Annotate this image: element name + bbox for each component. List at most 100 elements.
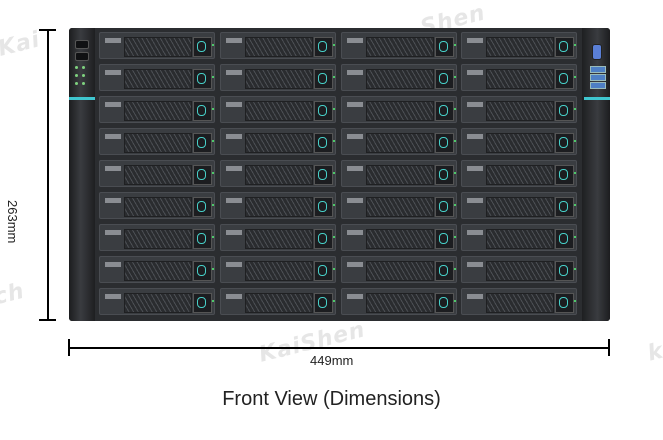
drive-tray-vent-mesh (245, 165, 313, 185)
drive-tray[interactable] (220, 32, 336, 59)
drive-tray[interactable] (461, 288, 577, 315)
status-led-6 (82, 82, 85, 85)
drive-activity-led (574, 108, 576, 110)
drive-tray-label-plate (226, 102, 242, 107)
drive-tray[interactable] (220, 64, 336, 91)
drive-tray-vent-mesh (124, 37, 192, 57)
drive-tray[interactable] (341, 224, 457, 251)
drive-tray[interactable] (461, 32, 577, 59)
drive-tray-release-icon (197, 201, 206, 212)
drive-tray-label-plate (226, 38, 242, 43)
drive-tray-label-plate (226, 166, 242, 171)
drive-tray-release-icon (439, 201, 448, 212)
drive-tray[interactable] (220, 192, 336, 219)
width-dimension-tick-left (68, 339, 70, 356)
drive-tray-label-plate (105, 198, 121, 203)
drive-tray[interactable] (99, 224, 215, 251)
drive-tray[interactable] (99, 160, 215, 187)
drive-activity-led (333, 44, 335, 46)
drive-tray[interactable] (220, 256, 336, 283)
drive-tray-release-icon (318, 265, 327, 276)
drive-tray[interactable] (220, 96, 336, 123)
drive-tray-vent-mesh (486, 197, 554, 217)
drive-tray[interactable] (99, 256, 215, 283)
drive-activity-led (212, 140, 214, 142)
drive-tray[interactable] (99, 96, 215, 123)
drive-tray-vent-mesh (366, 165, 434, 185)
drive-tray-release-icon (559, 41, 568, 52)
drive-tray-label-plate (347, 102, 363, 107)
drive-tray[interactable] (341, 64, 457, 91)
drive-tray[interactable] (341, 96, 457, 123)
drive-tray-release-icon (318, 41, 327, 52)
drive-tray-label-plate (347, 262, 363, 267)
drive-tray[interactable] (220, 288, 336, 315)
drive-tray[interactable] (341, 160, 457, 187)
drive-tray-release-icon (559, 73, 568, 84)
drive-tray-vent-mesh (124, 165, 192, 185)
usb-port-1[interactable] (590, 66, 606, 73)
drive-tray-release-icon (197, 105, 206, 116)
drive-tray[interactable] (341, 288, 457, 315)
drive-tray[interactable] (341, 128, 457, 155)
drive-tray-label-plate (467, 294, 483, 299)
drive-tray-release-icon (559, 265, 568, 276)
drive-tray[interactable] (220, 128, 336, 155)
status-led-2 (82, 66, 85, 69)
drive-tray-label-plate (347, 294, 363, 299)
drive-activity-led (454, 108, 456, 110)
left-rack-ear (69, 28, 95, 321)
drive-tray[interactable] (99, 192, 215, 219)
drive-tray-release-icon (197, 169, 206, 180)
drive-tray[interactable] (461, 256, 577, 283)
drive-tray-vent-mesh (486, 37, 554, 57)
drive-tray[interactable] (461, 96, 577, 123)
drive-tray-vent-mesh (245, 229, 313, 249)
drive-tray-label-plate (226, 134, 242, 139)
drive-tray-label-plate (347, 166, 363, 171)
drive-tray-vent-mesh (245, 133, 313, 153)
drive-tray-vent-mesh (245, 101, 313, 121)
drive-tray[interactable] (99, 32, 215, 59)
watermark-left: ch (0, 278, 28, 311)
drive-tray-release-icon (559, 169, 568, 180)
usb-port-3[interactable] (590, 82, 606, 89)
drive-tray[interactable] (341, 256, 457, 283)
drive-tray[interactable] (461, 160, 577, 187)
drive-activity-led (333, 268, 335, 270)
drive-tray[interactable] (341, 32, 457, 59)
drive-tray[interactable] (99, 288, 215, 315)
drive-activity-led (212, 172, 214, 174)
drive-tray-label-plate (347, 134, 363, 139)
drive-activity-led (454, 204, 456, 206)
drive-tray[interactable] (220, 160, 336, 187)
drive-tray[interactable] (99, 128, 215, 155)
drive-tray[interactable] (341, 192, 457, 219)
drive-activity-led (333, 236, 335, 238)
drive-activity-led (333, 76, 335, 78)
drive-activity-led (212, 300, 214, 302)
drive-tray-label-plate (226, 262, 242, 267)
drive-tray-vent-mesh (486, 293, 554, 313)
drive-tray-release-icon (439, 41, 448, 52)
left-ear-power-button[interactable] (75, 40, 89, 49)
drive-tray-release-icon (318, 137, 327, 148)
left-ear-reset-button[interactable] (75, 52, 89, 61)
drive-tray-vent-mesh (366, 69, 434, 89)
drive-tray-vent-mesh (486, 229, 554, 249)
drive-tray-release-icon (439, 233, 448, 244)
drive-tray[interactable] (461, 64, 577, 91)
power-button[interactable] (592, 44, 602, 60)
drive-tray[interactable] (99, 64, 215, 91)
drive-tray[interactable] (220, 224, 336, 251)
drive-tray-release-icon (559, 105, 568, 116)
status-led-5 (75, 82, 78, 85)
drive-activity-led (212, 204, 214, 206)
drive-tray[interactable] (461, 224, 577, 251)
drive-tray-label-plate (105, 70, 121, 75)
drive-tray[interactable] (461, 192, 577, 219)
usb-port-2[interactable] (590, 74, 606, 81)
drive-tray-vent-mesh (245, 197, 313, 217)
drive-tray[interactable] (461, 128, 577, 155)
drive-tray-label-plate (467, 166, 483, 171)
